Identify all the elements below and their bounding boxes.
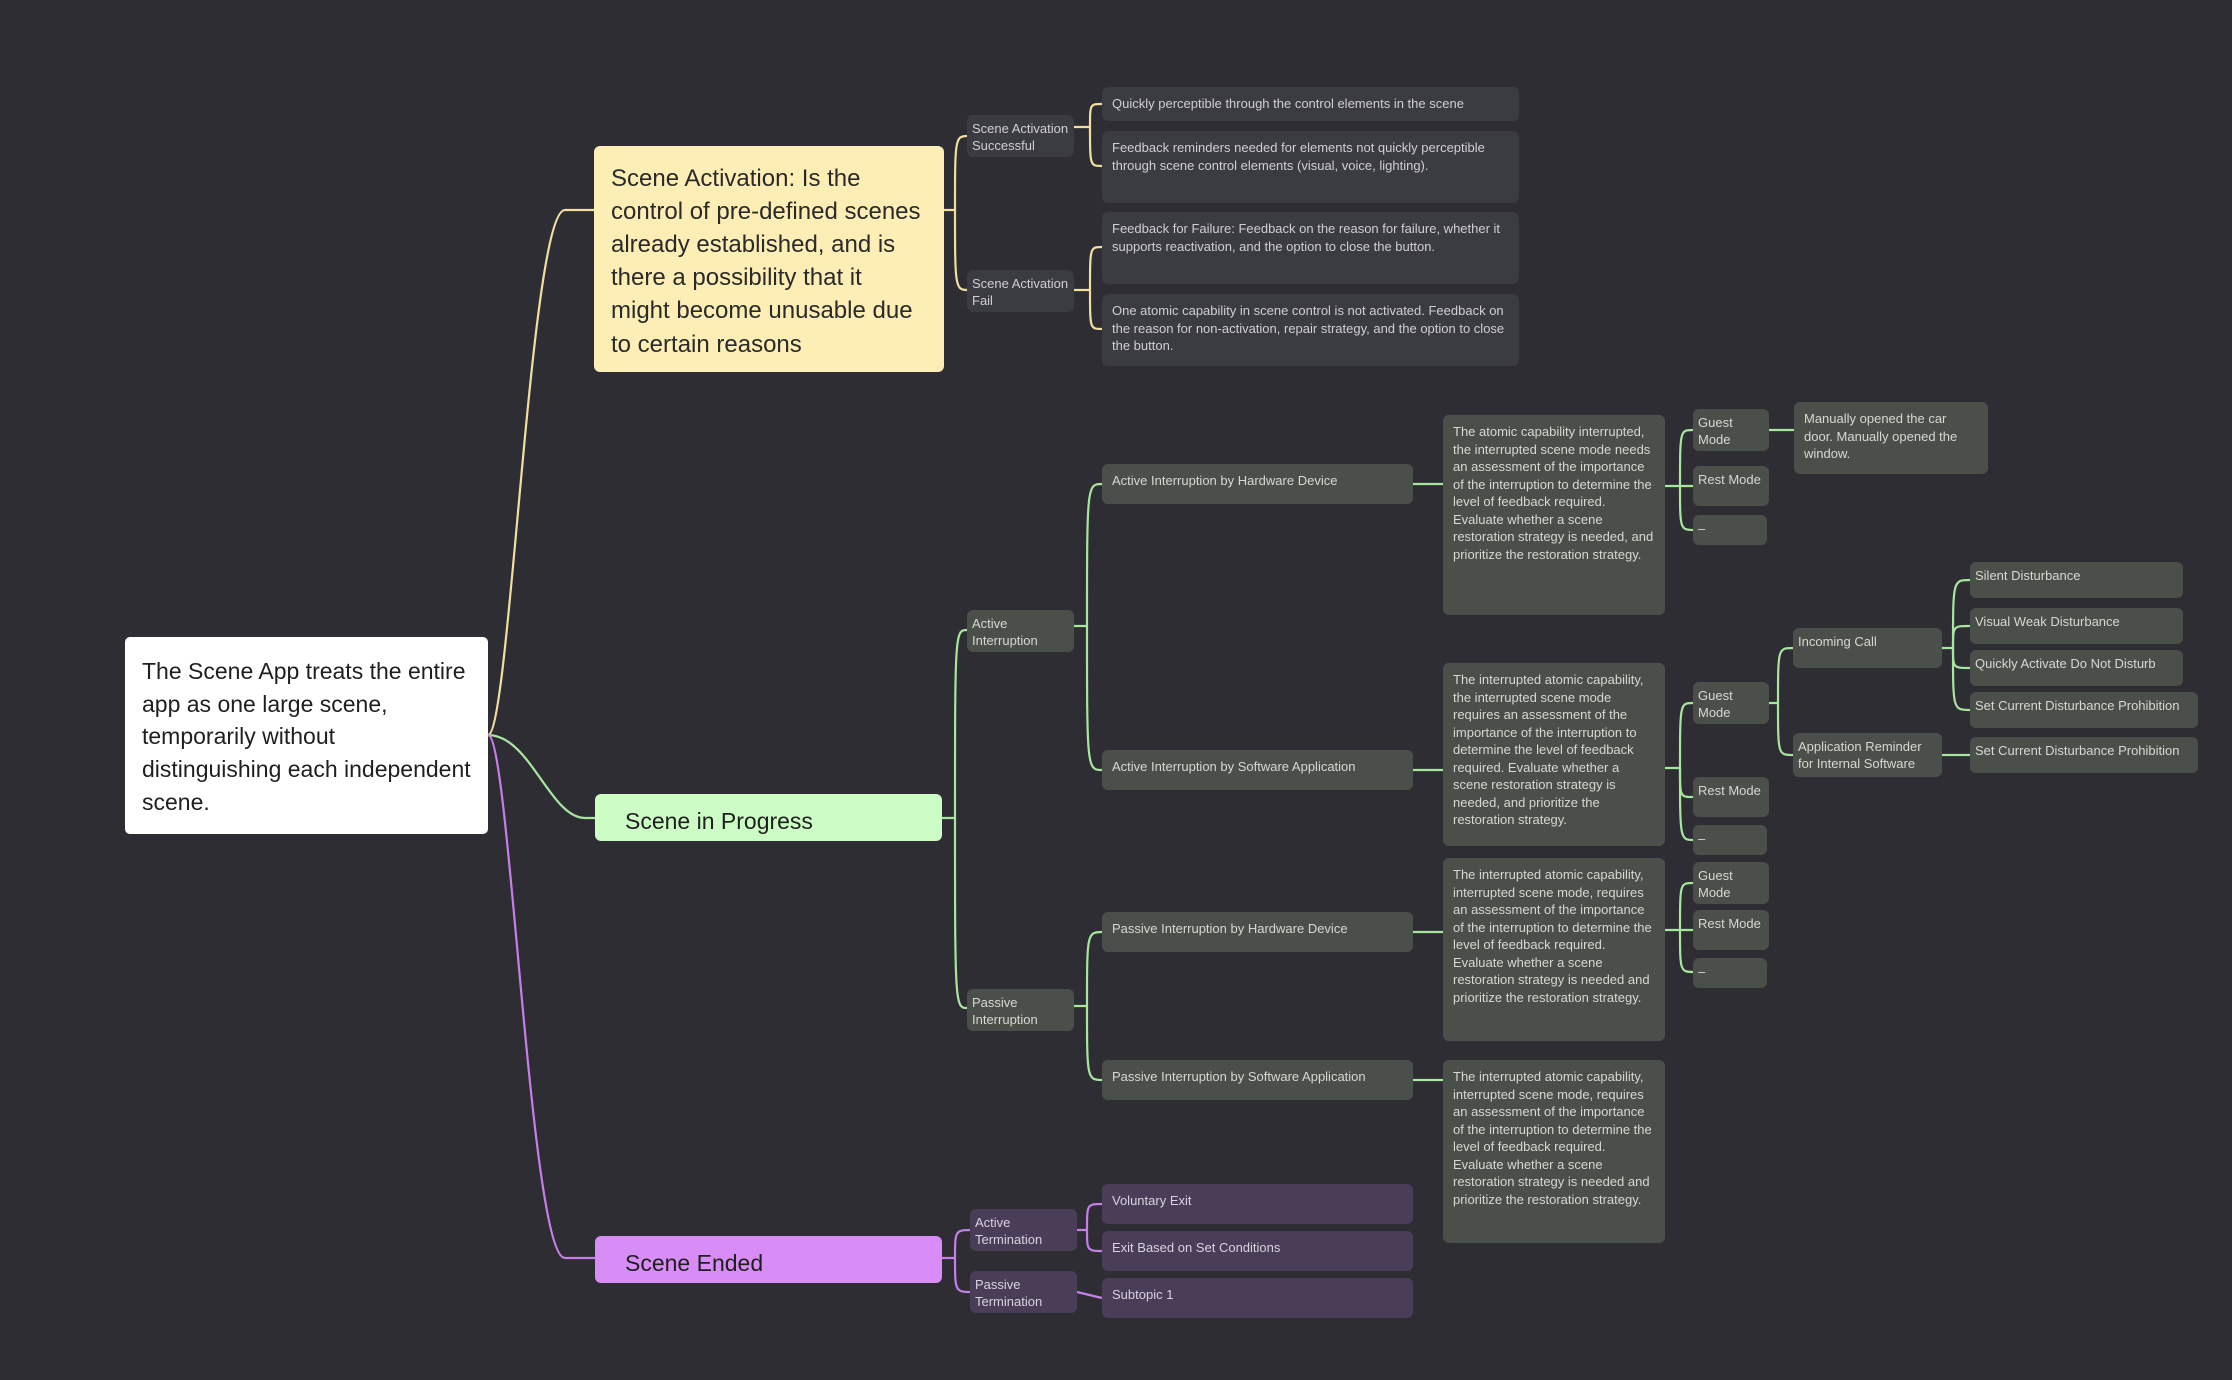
subtopic-successful-2[interactable]: Feedback reminders needed for elements n… [1102, 131, 1519, 203]
mode-active-software-dash-label: – [1698, 831, 1706, 846]
topic-incoming-call[interactable]: Incoming Call [1793, 628, 1942, 668]
call-item-disturbance-prohibition-label: Set Current Disturbance Prohibition [1975, 698, 2180, 713]
subtopic-voluntary-exit[interactable]: Voluntary Exit [1102, 1184, 1413, 1224]
link-root-progress [486, 733, 597, 820]
topic-active-termination-label: Active Termination [975, 1215, 1043, 1247]
branch-scene-in-progress-text: Scene in Progress [625, 808, 813, 834]
mode-active-hardware-guest-label: Guest Mode [1698, 415, 1733, 447]
subtopic-fail-2-text: One atomic capability in scene control i… [1112, 303, 1505, 354]
topic-incoming-call-label: Incoming Call [1798, 634, 1877, 649]
topic-active-termination[interactable]: Active Termination [970, 1209, 1077, 1251]
mode-passive-hardware-guest[interactable]: Guest Mode [1693, 862, 1769, 904]
topic-active-software-label: Active Interruption by Software Applicat… [1112, 759, 1356, 774]
topic-active-hardware-label: Active Interruption by Hardware Device [1112, 473, 1338, 488]
topic-active-hardware[interactable]: Active Interruption by Hardware Device [1102, 464, 1413, 504]
mode-active-hardware-dash-label: – [1698, 521, 1706, 536]
subtopic-1[interactable]: Subtopic 1 [1102, 1278, 1413, 1318]
call-item-silent-label: Silent Disturbance [1975, 568, 2081, 583]
detail-active-hardware-guest-text: Manually opened the car door. Manually o… [1804, 411, 1958, 462]
call-item-disturbance-prohibition[interactable]: Set Current Disturbance Prohibition [1970, 692, 2198, 728]
desc-passive-hardware-text: The interrupted atomic capability, inter… [1453, 867, 1652, 1005]
topic-passive-software[interactable]: Passive Interruption by Software Applica… [1102, 1060, 1413, 1100]
subtopic-successful-1[interactable]: Quickly perceptible through the control … [1102, 87, 1519, 121]
topic-passive-hardware[interactable]: Passive Interruption by Hardware Device [1102, 912, 1413, 952]
topic-passive-software-label: Passive Interruption by Software Applica… [1112, 1069, 1366, 1084]
call-item-visual-weak[interactable]: Visual Weak Disturbance [1970, 608, 2183, 644]
mode-passive-hardware-rest[interactable]: Rest Mode [1693, 910, 1769, 950]
mode-active-hardware-rest-label: Rest Mode [1698, 472, 1761, 487]
topic-passive-hardware-label: Passive Interruption by Hardware Device [1112, 921, 1348, 936]
topic-active-interruption-label: Active Interruption [972, 616, 1038, 648]
detail-active-hardware-guest[interactable]: Manually opened the car door. Manually o… [1794, 402, 1988, 474]
topic-active-software[interactable]: Active Interruption by Software Applicat… [1102, 750, 1413, 790]
root-topic[interactable]: The Scene App treats the entire app as o… [125, 637, 488, 834]
subtopic-exit-set-conditions[interactable]: Exit Based on Set Conditions [1102, 1231, 1413, 1271]
subtopic-fail-2[interactable]: One atomic capability in scene control i… [1102, 294, 1519, 366]
subtopic-successful-1-text: Quickly perceptible through the control … [1112, 96, 1464, 111]
mode-passive-hardware-rest-label: Rest Mode [1698, 916, 1761, 931]
topic-active-interruption[interactable]: Active Interruption [967, 610, 1074, 652]
desc-active-hardware-text: The atomic capability interrupted, the i… [1453, 424, 1654, 562]
call-item-do-not-disturb[interactable]: Quickly Activate Do Not Disturb [1970, 650, 2183, 686]
subtopic-fail-1[interactable]: Feedback for Failure: Feedback on the re… [1102, 212, 1519, 284]
desc-passive-software[interactable]: The interrupted atomic capability, inter… [1443, 1060, 1665, 1243]
link-root-activation [486, 208, 596, 737]
call-item-silent[interactable]: Silent Disturbance [1970, 562, 2183, 598]
subtopic-voluntary-exit-text: Voluntary Exit [1112, 1193, 1192, 1208]
mode-active-software-guest-label: Guest Mode [1698, 688, 1733, 720]
mode-active-software-rest[interactable]: Rest Mode [1693, 777, 1769, 817]
root-topic-text: The Scene App treats the entire app as o… [142, 658, 471, 815]
mode-passive-hardware-dash[interactable]: – [1693, 958, 1767, 988]
desc-passive-software-text: The interrupted atomic capability, inter… [1453, 1069, 1652, 1207]
mode-active-hardware-rest[interactable]: Rest Mode [1693, 466, 1769, 506]
mode-active-software-dash[interactable]: – [1693, 825, 1767, 855]
mode-active-software-rest-label: Rest Mode [1698, 783, 1761, 798]
mode-passive-hardware-guest-label: Guest Mode [1698, 868, 1733, 900]
topic-passive-interruption[interactable]: Passive Interruption [967, 989, 1074, 1031]
topic-passive-termination-label: Passive Termination [975, 1277, 1043, 1309]
app-item-disturbance-prohibition[interactable]: Set Current Disturbance Prohibition [1970, 737, 2198, 773]
app-item-disturbance-prohibition-label: Set Current Disturbance Prohibition [1975, 743, 2180, 758]
desc-passive-hardware[interactable]: The interrupted atomic capability, inter… [1443, 858, 1665, 1041]
subtopic-fail-1-text: Feedback for Failure: Feedback on the re… [1112, 221, 1501, 254]
topic-activation-fail[interactable]: Scene Activation Fail [967, 270, 1074, 312]
subtopic-successful-2-text: Feedback reminders needed for elements n… [1112, 140, 1485, 173]
branch-scene-ended[interactable]: Scene Ended [595, 1236, 942, 1283]
topic-activation-successful-label: Scene Activation Successful [972, 121, 1069, 153]
call-item-visual-weak-label: Visual Weak Disturbance [1975, 614, 2120, 629]
branch-scene-in-progress[interactable]: Scene in Progress [595, 794, 942, 841]
call-item-do-not-disturb-label: Quickly Activate Do Not Disturb [1975, 656, 2156, 671]
branch-scene-ended-text: Scene Ended [625, 1250, 764, 1276]
branch-scene-activation[interactable]: Scene Activation: Is the control of pre-… [594, 146, 944, 372]
subtopic-exit-set-conditions-text: Exit Based on Set Conditions [1112, 1240, 1281, 1255]
topic-passive-termination[interactable]: Passive Termination [970, 1271, 1077, 1313]
desc-active-hardware[interactable]: The atomic capability interrupted, the i… [1443, 415, 1665, 615]
desc-active-software-text: The interrupted atomic capability, the i… [1453, 672, 1644, 828]
mode-active-hardware-dash[interactable]: – [1693, 515, 1767, 545]
topic-application-reminder[interactable]: Application Reminder for Internal Softwa… [1793, 733, 1942, 777]
mode-active-hardware-guest[interactable]: Guest Mode [1693, 409, 1769, 451]
mode-passive-hardware-dash-label: – [1698, 964, 1706, 979]
topic-activation-fail-label: Scene Activation Fail [972, 276, 1069, 308]
desc-active-software[interactable]: The interrupted atomic capability, the i… [1443, 663, 1665, 846]
subtopic-1-text: Subtopic 1 [1112, 1287, 1174, 1302]
link-root-ended [486, 733, 597, 1260]
branch-scene-activation-text: Scene Activation: Is the control of pre-… [611, 165, 921, 358]
topic-passive-interruption-label: Passive Interruption [972, 995, 1038, 1027]
topic-activation-successful[interactable]: Scene Activation Successful [967, 115, 1074, 157]
topic-application-reminder-label: Application Reminder for Internal Softwa… [1798, 739, 1922, 771]
mode-active-software-guest[interactable]: Guest Mode [1693, 682, 1769, 724]
